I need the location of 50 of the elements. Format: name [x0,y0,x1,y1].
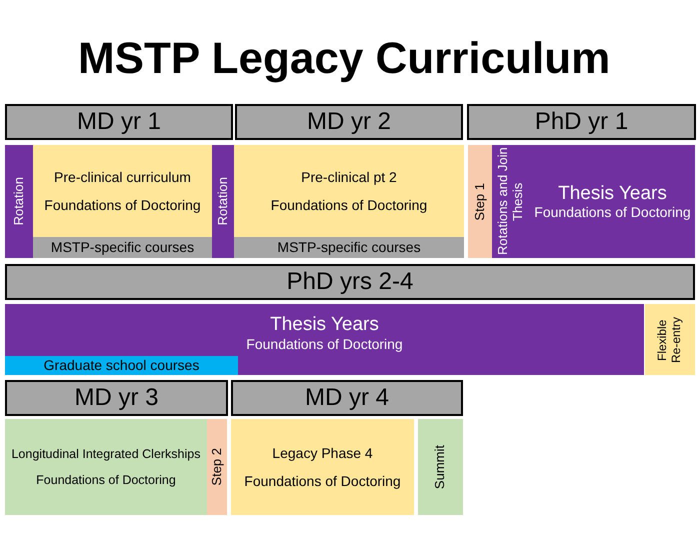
year-header [5,380,228,416]
vertical-label: Step 1 [472,182,488,220]
course-strip [5,356,238,375]
block-subtitle: Foundations of Doctoring [244,473,401,490]
curriculum-block [231,419,414,515]
block-title: Pre-clinical curriculum [54,168,191,185]
block-title: MSTP-specific courses [50,239,194,256]
block-title: MD yr 1 [77,108,161,136]
block-title: MD yr 2 [307,108,391,136]
block-title: Thesis Years [270,314,379,336]
curriculum-block [234,145,464,237]
vertical-label: Rotation [12,177,26,226]
curriculum-block [5,419,207,515]
thesis-block [212,145,234,258]
title: MSTP Legacy Curriculum [78,34,610,84]
block-title: MD yr 4 [305,384,389,412]
exam-block [207,419,227,515]
block-title: MD yr 3 [74,384,158,412]
block-title: Legacy Phase 4 [272,444,373,461]
vertical-label: Step 2 [210,448,224,486]
course-strip [33,237,212,258]
vertical-label: Summit [433,444,448,490]
block-subtitle: Foundations of Doctoring [270,197,428,214]
thesis-block [5,304,644,375]
block-title: PhD yr 1 [534,108,628,136]
block-title: Longitudinal Integrated Clerkships [11,446,200,461]
block-title: PhD yrs 2-4 [286,268,414,296]
block-subtitle: Foundations of Doctoring [246,336,403,352]
vertical-label: Rotation [216,177,230,226]
curriculum-block [645,304,695,375]
vertical-label: Rotations and Join Thesis [496,146,526,258]
year-header [5,104,233,140]
exam-block [468,145,492,258]
year-header [231,380,463,416]
block-title: Graduate school courses [44,357,200,374]
thesis-block [530,145,695,258]
block-title: MSTP-specific courses [277,239,421,256]
thesis-block [5,145,33,258]
curriculum-block [418,419,463,515]
year-header [5,264,695,300]
block-subtitle: Foundations of Doctoring [534,204,691,220]
block-subtitle: Foundations of Doctoring [44,197,201,214]
curriculum-block [33,145,212,237]
block-title: Pre-clinical pt 2 [301,168,397,185]
year-header [235,104,463,140]
block-title: Thesis Years [558,182,667,204]
year-header [467,104,696,140]
course-strip [234,237,464,258]
vertical-label: Flexible Re-entry [656,316,684,365]
block-subtitle: Foundations of Doctoring [36,473,176,488]
